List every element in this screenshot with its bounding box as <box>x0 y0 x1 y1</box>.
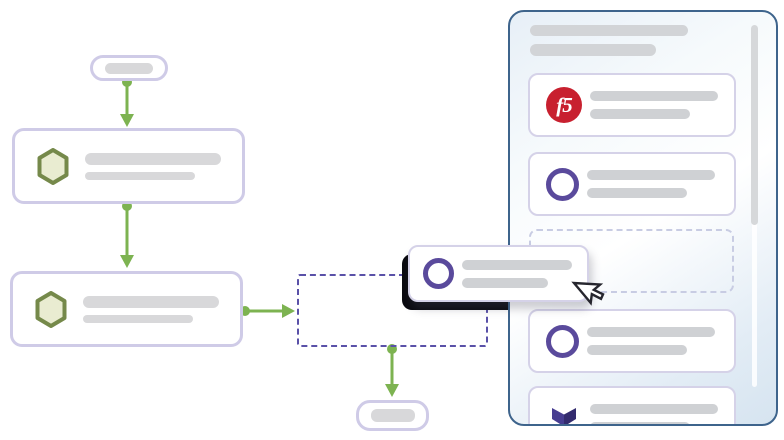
text-placeholder-bar <box>85 171 195 180</box>
connector-dropzone-to-end <box>385 344 399 397</box>
connector-step1-to-step2 <box>120 201 134 268</box>
connector-step2-to-dropzone <box>240 304 295 318</box>
text-placeholder-bar <box>587 345 687 355</box>
text-placeholder-bar <box>587 188 687 198</box>
panel-item-f5[interactable]: f5 <box>528 73 736 137</box>
text-placeholder-bar <box>105 62 153 74</box>
text-placeholder-bars <box>587 327 715 355</box>
text-placeholder-bars <box>587 170 715 198</box>
text-placeholder-bar <box>587 170 715 180</box>
text-placeholder-bars <box>590 91 718 119</box>
text-placeholder-bar <box>462 277 548 288</box>
ring-icon <box>546 324 579 358</box>
text-placeholder-bars <box>83 295 219 323</box>
text-placeholder-bar <box>85 152 221 165</box>
connector-start-to-step1 <box>120 77 134 127</box>
hexagon-icon <box>35 290 67 328</box>
text-placeholder-bar <box>587 327 715 337</box>
terraform-logo-icon <box>551 406 577 424</box>
text-placeholder-bars <box>590 404 718 424</box>
text-placeholder-bar <box>370 409 415 422</box>
panel-subtitle-placeholder-bar <box>530 44 656 56</box>
hexagon-icon <box>37 147 69 185</box>
flow-dropzone[interactable] <box>297 274 488 347</box>
integrations-panel: f5 <box>508 10 778 426</box>
ring-icon <box>423 258 454 289</box>
panel-item-3[interactable] <box>528 309 736 373</box>
mouse-cursor-icon <box>571 281 605 306</box>
scrollbar-thumb[interactable] <box>751 25 758 225</box>
f5-logo-icon: f5 <box>546 87 582 123</box>
text-placeholder-bar <box>590 404 718 414</box>
flow-end-node[interactable] <box>356 400 429 431</box>
panel-title-placeholder-bar <box>530 25 688 36</box>
text-placeholder-bar <box>590 91 718 101</box>
text-placeholder-bar <box>83 295 219 308</box>
panel-item-terraform[interactable] <box>528 386 736 424</box>
text-placeholder-bars <box>85 152 221 180</box>
dragged-card[interactable] <box>408 245 589 302</box>
text-placeholder-bar <box>83 314 193 323</box>
text-placeholder-bar <box>590 422 690 424</box>
flow-step-1-card[interactable] <box>12 128 245 204</box>
flow-start-node[interactable] <box>90 55 168 81</box>
ring-icon <box>546 167 579 201</box>
flow-step-2-card[interactable] <box>10 271 243 347</box>
text-placeholder-bars <box>462 259 572 288</box>
panel-item-2[interactable] <box>528 152 736 216</box>
text-placeholder-bar <box>590 109 690 119</box>
text-placeholder-bar <box>462 259 572 270</box>
